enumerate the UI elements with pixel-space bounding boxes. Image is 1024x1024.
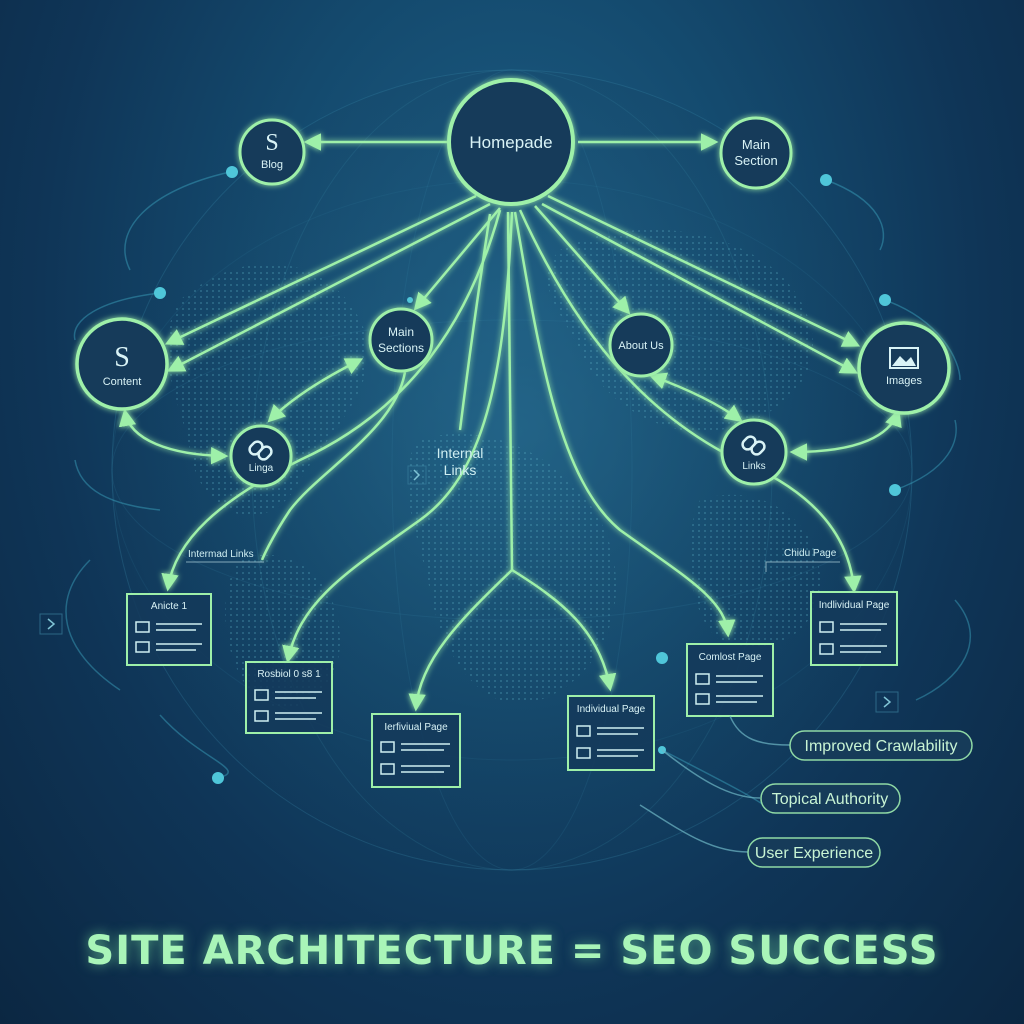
child-page-label: Chidu Page bbox=[784, 548, 837, 559]
benefit-crawlability: Improved Crawlability bbox=[789, 730, 973, 761]
page-lines-icon bbox=[576, 725, 644, 759]
blog-label: Blog bbox=[261, 159, 283, 171]
benefit-authority-label: Topical Authority bbox=[772, 791, 889, 808]
page-card-title: Individual Page bbox=[577, 704, 646, 715]
blog-node[interactable]: S Blog bbox=[238, 118, 306, 186]
internal-links-label-line2: Links bbox=[444, 462, 477, 478]
connectors bbox=[118, 133, 902, 712]
content-node[interactable]: S Content bbox=[75, 317, 169, 411]
page-lines-icon bbox=[380, 741, 450, 775]
content-label: Content bbox=[103, 376, 142, 388]
decorative-dots bbox=[154, 166, 901, 784]
links-right-node[interactable]: Links bbox=[720, 418, 788, 486]
headline: SITE ARCHITECTURE = SEO SUCCESS bbox=[85, 928, 939, 974]
page-card-title: Ierfiviual Page bbox=[384, 722, 448, 733]
internal-links-left-label: Intermad Links bbox=[188, 549, 254, 560]
page-lines-icon bbox=[135, 621, 202, 653]
page-card-title: Indlividual Page bbox=[819, 600, 890, 611]
images-node[interactable]: Images bbox=[857, 321, 951, 415]
links-right-label: Links bbox=[742, 461, 765, 472]
page-card-title: Comlost Page bbox=[699, 652, 762, 663]
page-card-title: Rosbiol 0 s8 1 bbox=[257, 669, 321, 680]
page-card-individual-3[interactable]: Indlividual Page bbox=[810, 591, 898, 666]
main-section-label-line1: Main bbox=[742, 137, 770, 152]
page-card-individual-1[interactable]: Ierfiviual Page bbox=[371, 713, 461, 788]
blog-s-icon: S bbox=[265, 130, 278, 156]
link-icon bbox=[248, 440, 273, 461]
chevron-right-icon bbox=[407, 465, 427, 485]
main-section-label-line2: Section bbox=[734, 153, 777, 168]
chevron-right-icon bbox=[875, 691, 899, 713]
homepage-label: Homepade bbox=[469, 133, 552, 152]
links-left-label: Linga bbox=[249, 463, 274, 474]
page-card-content[interactable]: Comlost Page bbox=[686, 643, 774, 717]
main-sections-node[interactable]: Main Sections bbox=[368, 307, 434, 373]
page-lines-icon bbox=[819, 621, 887, 655]
page-card-article[interactable]: Anicte 1 bbox=[126, 593, 212, 666]
about-us-label: About Us bbox=[618, 340, 664, 352]
benefit-authority: Topical Authority bbox=[760, 783, 901, 814]
main-sections-label-line1: Main bbox=[388, 325, 414, 339]
homepage-node[interactable]: Homepade bbox=[447, 78, 575, 206]
benefit-ux: User Experience bbox=[747, 837, 881, 868]
chevron-right-icon bbox=[39, 613, 63, 635]
main-sections-label-line2: Sections bbox=[378, 341, 424, 355]
main-section-node[interactable]: Main Section bbox=[719, 116, 793, 190]
page-lines-icon bbox=[254, 689, 322, 722]
links-left-node[interactable]: Linga bbox=[229, 424, 293, 488]
content-s-icon: S bbox=[114, 342, 130, 373]
benefit-ux-label: User Experience bbox=[755, 845, 873, 862]
page-card-individual-2[interactable]: Individual Page bbox=[567, 695, 655, 771]
link-icon bbox=[741, 435, 766, 456]
about-us-node[interactable]: About Us bbox=[608, 312, 674, 378]
image-icon bbox=[889, 347, 919, 369]
page-card-title: Anicte 1 bbox=[151, 601, 188, 612]
images-label: Images bbox=[886, 375, 923, 387]
page-lines-icon bbox=[695, 673, 763, 705]
page-card-resource[interactable]: Rosbiol 0 s8 1 bbox=[245, 661, 333, 734]
internal-links-label-line1: Internal bbox=[437, 445, 484, 461]
benefit-connectors bbox=[639, 715, 791, 853]
benefit-crawlability-label: Improved Crawlability bbox=[805, 738, 958, 755]
